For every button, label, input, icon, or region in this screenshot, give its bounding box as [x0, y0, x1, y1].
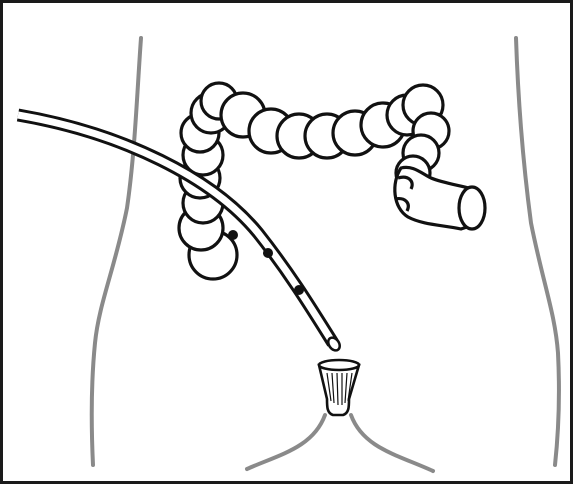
buttock-lines — [247, 415, 433, 471]
colon-end-segment — [395, 167, 485, 229]
body-outline — [92, 38, 559, 471]
anal-port — [319, 360, 359, 415]
body-outline-right — [516, 38, 559, 465]
body-outline-left — [92, 38, 141, 465]
colon-end-opening — [459, 187, 485, 229]
colonoscopy-illustration — [3, 3, 573, 484]
